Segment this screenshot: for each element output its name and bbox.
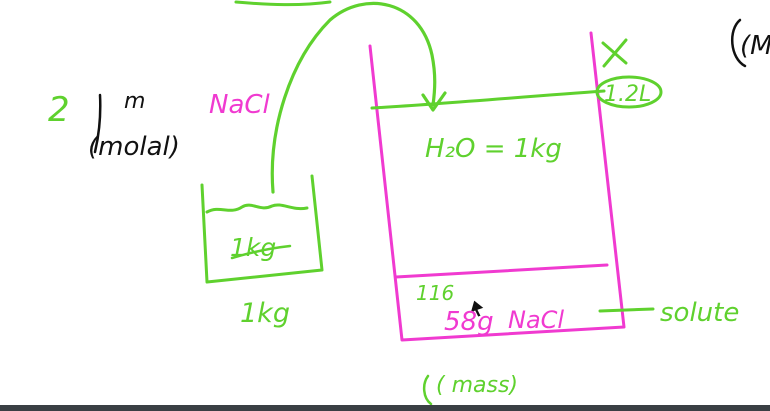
water-equation-label: H₂O = 1kg <box>425 134 562 164</box>
pour-arrow-head <box>421 91 447 112</box>
m-fraction-top-label: m <box>124 89 145 114</box>
cursor-arrow-icon <box>469 299 485 318</box>
volume-label: 1.2L <box>604 82 651 107</box>
salt-nacl-label: NaCl <box>508 306 564 334</box>
small-beaker-outline <box>200 174 324 284</box>
number-two-label: 2 <box>48 90 70 130</box>
small-beaker-water-line <box>205 203 309 214</box>
fraction-slash <box>93 93 102 154</box>
solute-label: solute <box>660 298 739 328</box>
mass-label: ( mass) <box>436 373 518 398</box>
big-container-outline <box>368 31 626 342</box>
top-green-stroke <box>234 0 332 7</box>
nacl-top-label: NaCl <box>209 90 271 120</box>
volume-circle <box>595 75 663 109</box>
container-solute-divider <box>394 263 609 279</box>
mass-open-bracket <box>422 374 433 406</box>
pour-arrow-arc <box>270 1 437 194</box>
beaker-1kg-label: 1kg <box>230 233 276 262</box>
corner-text-label: (Mr <box>740 31 770 61</box>
salt-mass-label: 58g <box>444 307 494 337</box>
molal-label: (molal) <box>88 132 180 162</box>
cross-mark <box>601 38 628 68</box>
solute-pointer-line <box>598 307 655 313</box>
count-116-label: 116 <box>416 281 454 305</box>
bottom-edge-bar <box>0 405 770 411</box>
beaker-label-underline <box>230 244 292 260</box>
corner-open-bracket <box>731 18 747 68</box>
water-level-line <box>370 89 606 110</box>
below-beaker-1kg-label: 1kg <box>240 298 290 329</box>
